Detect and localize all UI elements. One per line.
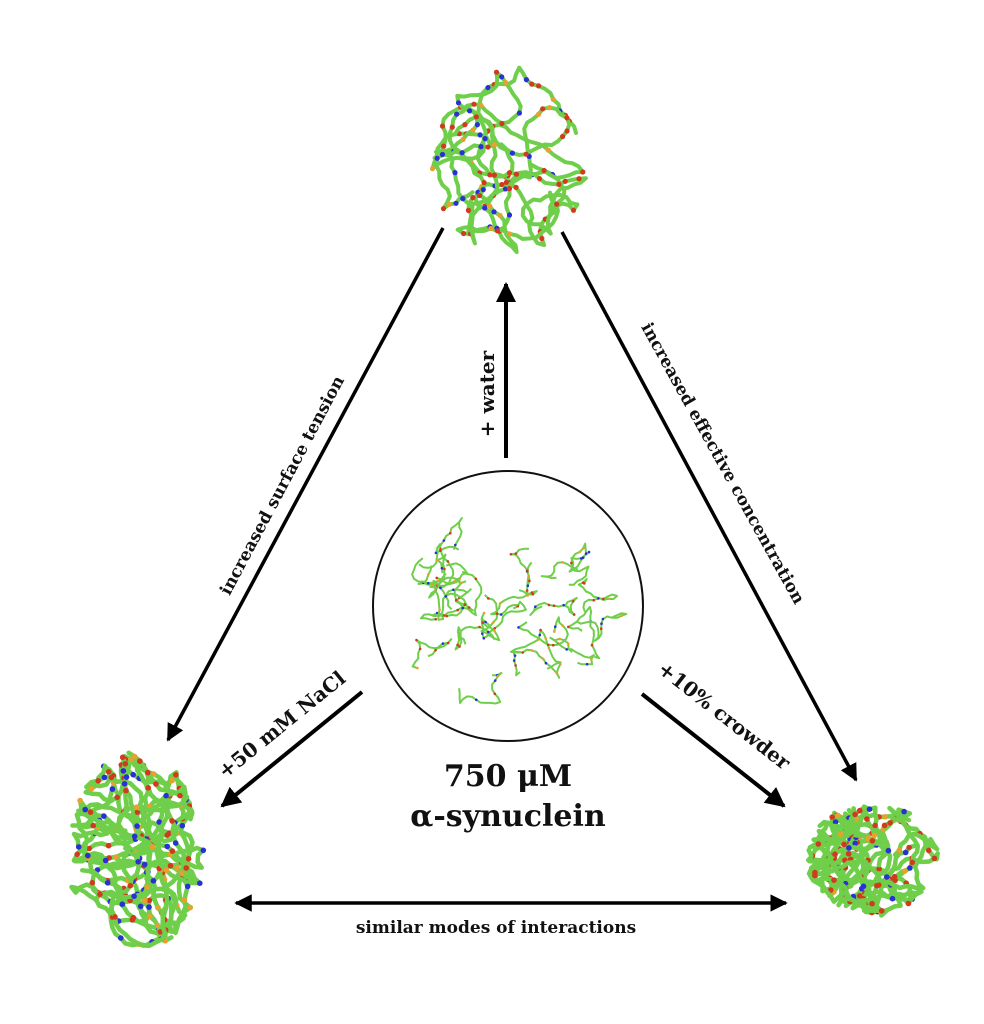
crowder-arrow — [640, 692, 786, 808]
dispersed-chains-icon — [411, 517, 628, 705]
dispersed-circle — [372, 470, 644, 742]
effective-concentration-label: increased effective concentration — [636, 319, 808, 607]
similar-modes-label: similar modes of interactions — [356, 918, 636, 938]
water-label: + water — [475, 350, 499, 437]
condensate-nacl-icon — [69, 750, 207, 948]
nacl-arrow — [220, 690, 364, 808]
nacl-label: +50 mM NaCl — [213, 666, 350, 783]
effective-concentration-arrow — [560, 231, 858, 782]
protein-label: α-synuclein — [410, 799, 606, 834]
concentration-label: 750 μM — [444, 759, 572, 794]
surface-tension-arrow — [166, 227, 445, 742]
surface-tension-label: increased surface tension — [216, 373, 349, 599]
condensate-crowder-icon — [805, 804, 940, 918]
condensate-water-icon — [429, 65, 588, 255]
